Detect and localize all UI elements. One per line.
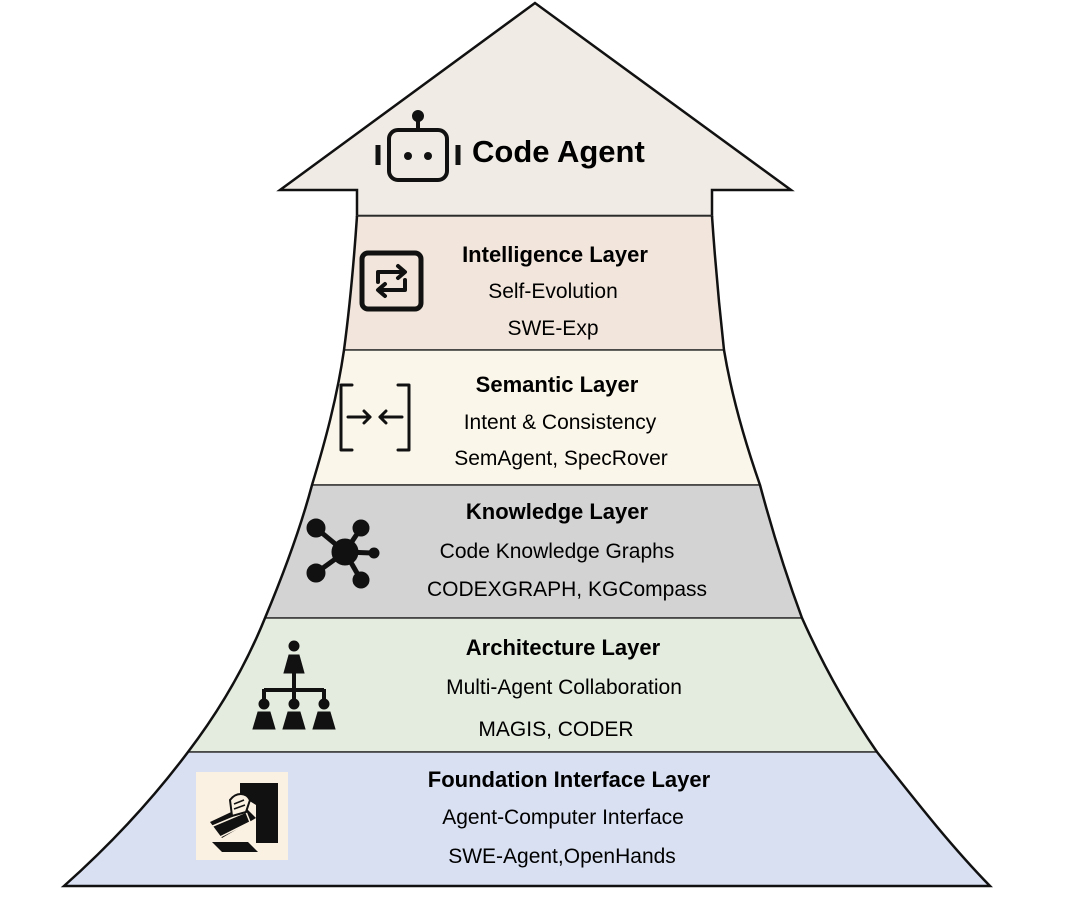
robot-icon: [375, 110, 461, 182]
knowledge-layer-examples: CODEXGRAPH, KGCompass: [427, 578, 707, 601]
semantic-layer-examples: SemAgent, SpecRover: [454, 447, 668, 470]
computer-hand-icon: [196, 772, 288, 860]
foundation-layer-title: Foundation Interface Layer: [428, 767, 711, 792]
org-hierarchy-icon: [252, 640, 336, 730]
intelligence-layer-examples: SWE-Exp: [507, 317, 598, 340]
compress-arrows-icon: [339, 383, 411, 452]
semantic-layer-topic: Intent & Consistency: [464, 411, 657, 434]
semantic-layer-title: Semantic Layer: [476, 372, 639, 397]
architecture-layer-title: Architecture Layer: [466, 635, 661, 660]
knowledge-layer-title: Knowledge Layer: [466, 499, 649, 524]
knowledge-layer-topic: Code Knowledge Graphs: [440, 540, 675, 563]
repeat-arrows-icon: [359, 250, 424, 312]
intelligence-layer-title: Intelligence Layer: [462, 242, 648, 267]
pyramid-outline: [60, 215, 993, 888]
code-agent-title: Code Agent: [472, 134, 645, 169]
intelligence-layer-topic: Self-Evolution: [488, 280, 618, 303]
code-agent-arrow-head: [276, 1, 795, 218]
foundation-layer-examples: SWE-Agent,OpenHands: [448, 845, 676, 868]
network-graph-icon: [306, 518, 380, 589]
architecture-layer-topic: Multi-Agent Collaboration: [446, 676, 682, 699]
foundation-layer-topic: Agent-Computer Interface: [442, 806, 684, 829]
architecture-layer-examples: MAGIS, CODER: [478, 718, 633, 741]
